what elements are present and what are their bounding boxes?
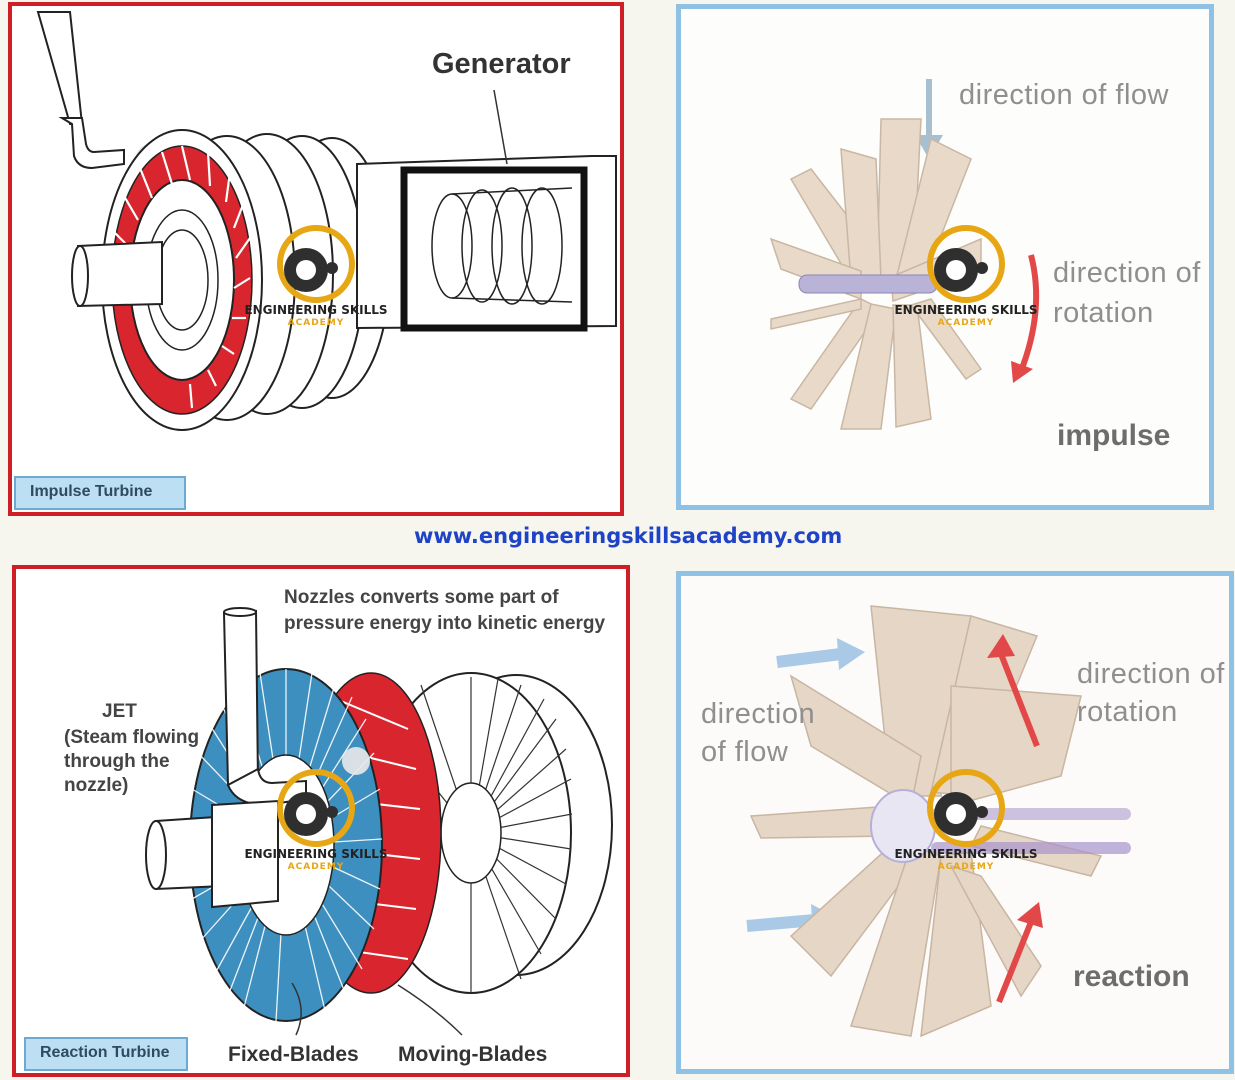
watermark-logo: ENGINEERING SKILLS ACADEMY xyxy=(894,768,1038,888)
watermark-logo: ENGINEERING SKILLS ACADEMY xyxy=(244,768,388,888)
jet-line1: (Steam flowing xyxy=(64,727,200,748)
jet-line2: through the xyxy=(64,751,170,772)
impulse-blade-diagram xyxy=(769,79,1040,430)
impulse-flow-label: direction of flow xyxy=(959,79,1169,111)
reaction-flow-label-line2: of flow xyxy=(701,736,789,768)
reaction-flow-label-line1: direction xyxy=(701,698,816,730)
gear-icon xyxy=(277,225,355,303)
watermark-subtext: ACADEMY xyxy=(287,862,345,872)
watermark-text: ENGINEERING SKILLS xyxy=(894,303,1038,317)
watermark-text: ENGINEERING SKILLS xyxy=(244,847,388,861)
watermark-text: ENGINEERING SKILLS xyxy=(894,847,1038,861)
impulse-rotation-label-line2: rotation xyxy=(1053,297,1154,329)
impulse-type-label: impulse xyxy=(1057,419,1171,452)
impulse-rotation-label-line1: direction of xyxy=(1053,257,1201,289)
reaction-turbine-illustration xyxy=(145,607,613,1036)
nozzle-note-line1: Nozzles converts some part of xyxy=(284,587,559,608)
impulse-turbine-caption: Impulse Turbine xyxy=(14,476,186,510)
nozzle-note-line2: pressure energy into kinetic energy xyxy=(284,613,606,634)
watermark-logo: ENGINEERING SKILLS ACADEMY xyxy=(894,224,1038,344)
gear-icon xyxy=(927,225,1005,303)
watermark-logo: ENGINEERING SKILLS ACADEMY xyxy=(244,224,388,344)
reaction-diagram-panel: direction of flow direction of rotation … xyxy=(676,571,1234,1074)
jet-title: JET xyxy=(102,701,137,722)
jet-line3: nozzle) xyxy=(64,775,129,796)
impulse-diagram-panel: direction of flow direction of rotation … xyxy=(676,4,1214,510)
reaction-rotation-label-line2: rotation xyxy=(1077,696,1178,728)
moving-blades-label: Moving-Blades xyxy=(398,1043,548,1066)
fixed-blades-label: Fixed-Blades xyxy=(228,1043,359,1066)
watermark-text: ENGINEERING SKILLS xyxy=(244,303,388,317)
generator-label: Generator xyxy=(432,48,571,80)
reaction-turbine-caption: Reaction Turbine xyxy=(24,1037,188,1071)
gear-icon xyxy=(277,769,355,847)
website-url[interactable]: www.engineeringskillsacademy.com xyxy=(414,524,843,548)
reaction-rotation-label-line1: direction of xyxy=(1077,658,1225,690)
gear-icon xyxy=(927,769,1005,847)
watermark-subtext: ACADEMY xyxy=(937,318,995,328)
watermark-subtext: ACADEMY xyxy=(287,318,345,328)
watermark-subtext: ACADEMY xyxy=(937,862,995,872)
reaction-type-label: reaction xyxy=(1073,960,1190,993)
